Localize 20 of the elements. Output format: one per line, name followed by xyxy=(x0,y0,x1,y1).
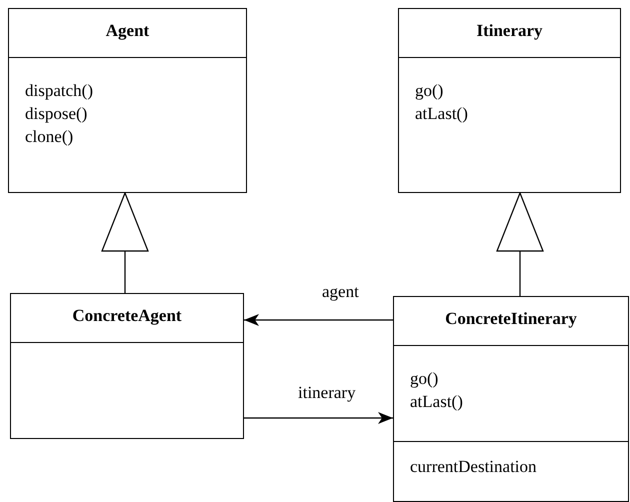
class-name: ConcreteItinerary xyxy=(444,309,578,329)
class-name: Agent xyxy=(104,21,150,41)
operation: dispose() xyxy=(25,103,88,125)
operation: go() xyxy=(410,368,438,390)
attribute: currentDestination xyxy=(410,456,537,478)
class-name: ConcreteAgent xyxy=(71,306,183,326)
generalization-arrow xyxy=(496,192,544,296)
association-arrow xyxy=(244,412,393,424)
operation: atLast() xyxy=(410,391,463,413)
class-box xyxy=(10,293,244,439)
operation: atLast() xyxy=(415,103,468,125)
class-box xyxy=(398,8,621,193)
operation: go() xyxy=(415,80,444,102)
operation: dispatch() xyxy=(25,80,93,102)
class-name: Itinerary xyxy=(475,21,544,41)
operation: clone() xyxy=(25,126,74,148)
generalization-arrow xyxy=(101,192,149,293)
class-box xyxy=(393,296,629,502)
association-arrow xyxy=(244,314,393,326)
class-box xyxy=(8,8,247,193)
